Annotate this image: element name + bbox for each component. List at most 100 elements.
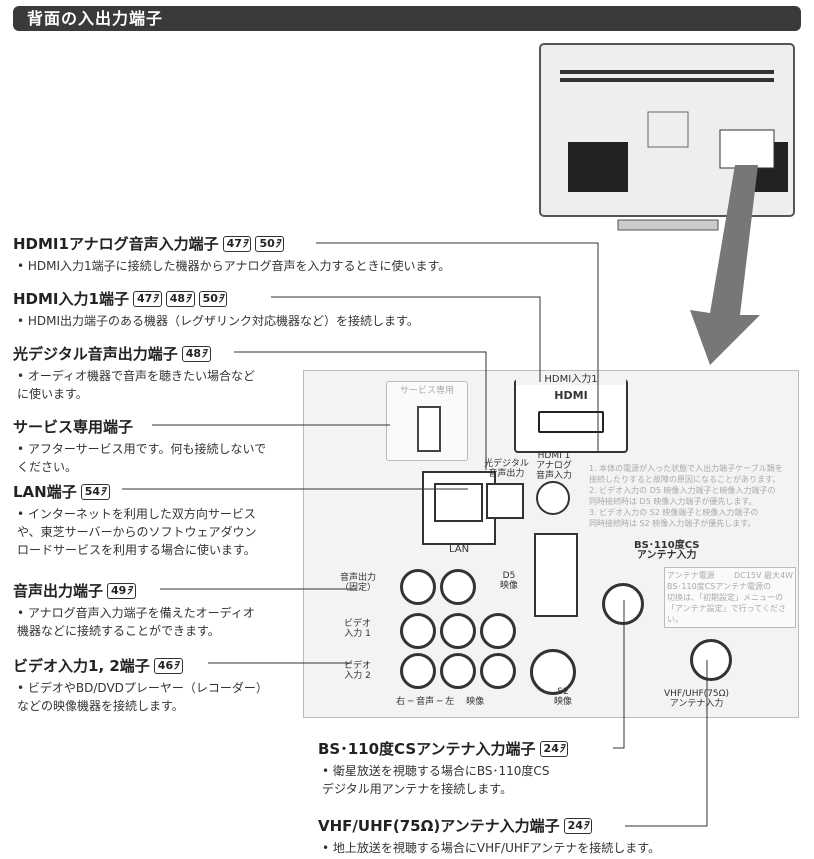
s2-port[interactable] — [530, 649, 576, 695]
lan-label: LAN — [448, 544, 470, 555]
desc-line: • アフターサービス用です。何も接続しないで — [17, 442, 267, 456]
page-ref-badge[interactable]: 48ｦ — [181, 345, 211, 362]
page-ref-badge[interactable]: 49ｦ — [107, 582, 136, 599]
audio-out-label: 音声出力 （固定） — [340, 573, 377, 593]
hdmi-input-1-port[interactable]: HDMI入力1 HDMI — [514, 375, 628, 453]
desc-line: • 地上放送を視聴する場合にVHF/UHFアンテナを接続します。 — [322, 841, 661, 855]
hdmi-analog-label: HDMI 1 アナログ 音声入力 — [536, 451, 573, 481]
bs-note-line: 「アンテナ設定」で行ってください。 — [667, 604, 787, 624]
entry-title: サービス専用端子 — [13, 418, 134, 436]
entry-desc: • HDMI出力端子のある機器（レグザリンク対応機器など）を接続します。 — [13, 312, 419, 330]
service-port[interactable]: サービス専用 — [386, 381, 468, 461]
lan-port[interactable]: LAN — [422, 471, 496, 555]
hdmi-logo: HDMI — [554, 389, 588, 402]
desc-line: に使います。 — [17, 387, 88, 401]
desc-line: • インターネットを利用した双方向サービス — [17, 507, 256, 521]
d5-label: D5 映像 — [500, 571, 519, 591]
page-ref-badge[interactable]: 50ｦ — [198, 290, 228, 307]
entry-3: サービス専用端子 • アフターサービス用です。何も接続しないでください。 — [13, 416, 266, 476]
bs-cs-label: BS･110度CS アンテナ入力 — [634, 540, 700, 561]
page-ref-badge[interactable]: 50ｦ — [255, 235, 285, 252]
desc-line: • HDMI出力端子のある機器（レグザリンク対応機器など）を接続します。 — [17, 314, 419, 328]
bs-note-box: アンテナ電源 DC15V 最大4W BS･110度CSアンテナ電源の切換は、「初… — [664, 567, 796, 628]
note-line: 同時接続時は S2 映像入力端子が優先します。 — [589, 519, 756, 528]
desc-line: • アナログ音声入力端子を備えたオーディオ — [17, 606, 255, 620]
page-ref-badge[interactable]: 47ｦ — [132, 290, 162, 307]
video-input-1-label: ビデオ 入力 1 — [344, 619, 372, 639]
desc-line: ください。 — [17, 460, 78, 474]
desc-line: 機器などに接続することができます。 — [17, 624, 220, 638]
video1-video[interactable] — [480, 613, 516, 649]
page-ref-badge[interactable]: 24ｦ — [563, 817, 593, 834]
callout-desc: • 地上放送を視聴する場合にVHF/UHFアンテナを接続します。 — [318, 839, 660, 857]
video2-audio-r[interactable] — [400, 653, 436, 689]
dc-label: DC15V 最大4W — [734, 571, 793, 580]
desc-line: • オーディオ機器で音声を聴きたい場合など — [17, 369, 256, 383]
page-ref-badge[interactable]: 46ｦ — [153, 657, 183, 674]
entry-desc: • オーディオ機器で音声を聴きたい場合などに使います。 — [13, 367, 255, 403]
entry-desc: • ビデオやBD/DVDプレーヤー（レコーダー） などの映像機器を接続します。 — [13, 679, 268, 715]
video-input-2-label: ビデオ 入力 2 — [344, 661, 372, 681]
section-title: 背面の入出力端子 — [27, 9, 164, 28]
optical-label: 光デジタル 音声出力 — [484, 459, 529, 479]
note-line: 2. ビデオ入力の D5 映像入力端子と映像入力端子の — [589, 486, 776, 495]
vhf-uhf-label: VHF/UHF(75Ω) アンテナ入力 — [664, 689, 730, 709]
note-line: 接続したりすると故障の原因になることがあります。 — [589, 475, 781, 484]
notes-box: 1. 本体の電源が入った状態で入出力端子ケーブル類を接続したりすると故障の原因に… — [589, 463, 789, 529]
desc-line: • 衛星放送を視聴する場合にBS･110度CS — [322, 764, 550, 778]
desc-line: • ビデオやBD/DVDプレーヤー（レコーダー） — [17, 681, 268, 695]
entry-desc: • アナログ音声入力端子を備えたオーディオ機器などに接続することができます。 — [13, 604, 255, 640]
bs-note-line: 切換は、「初期設定」メニューの — [667, 593, 783, 602]
entry-desc: • インターネットを利用した双方向サービスや、東芝サーバーからのソフトウェアダウ… — [13, 505, 257, 559]
optical-out-port[interactable] — [486, 483, 524, 519]
desc-line: などの映像機器を接続します。 — [17, 699, 184, 713]
video2-video[interactable] — [480, 653, 516, 689]
video1-audio-r[interactable] — [400, 613, 436, 649]
audio-out-jack-left[interactable] — [440, 569, 476, 605]
connector-panel: サービス専用 HDMI入力1 HDMI LAN 光デジタル 音声出力 HDMI … — [303, 370, 799, 718]
vhf-uhf-antenna-jack[interactable] — [690, 639, 732, 681]
bottom-row-label: 右 ─ 音声 ─ 左 映像 — [396, 697, 485, 707]
desc-line: ロードサービスを利用する場合に使います。 — [17, 543, 256, 557]
note-line: 3. ビデオ入力の S2 映像端子と映像入力端子の — [589, 508, 759, 517]
desc-line: デジタル用アンテナを接続します。 — [322, 782, 513, 796]
hdmi-analog-in-jack[interactable] — [536, 481, 570, 515]
desc-line: や、東芝サーバーからのソフトウェアダウン — [17, 525, 257, 539]
audio-out-jack-right[interactable] — [400, 569, 436, 605]
arrow-icon — [690, 165, 760, 365]
bs-note-line: BS･110度CSアンテナ電源の — [667, 582, 772, 591]
entry-desc: • HDMI入力1端子に接続した機器からアナログ音声を入力するときに使います。 — [13, 257, 450, 275]
page-ref-badge[interactable]: 24ｦ — [539, 740, 569, 757]
s2-label: S2 映像 — [554, 687, 573, 707]
section-header: 背面の入出力端子 — [13, 6, 801, 31]
antenna-power-label: アンテナ電源 — [667, 571, 715, 580]
desc-line: • HDMI入力1端子に接続した機器からアナログ音声を入力するときに使います。 — [17, 259, 451, 273]
tv-back-illustration — [539, 43, 795, 231]
d5-port[interactable] — [534, 533, 578, 617]
hdmi-input-label: HDMI入力1 — [516, 375, 626, 385]
page-ref-badge[interactable]: 54ｦ — [80, 483, 110, 500]
video1-audio-l[interactable] — [440, 613, 476, 649]
note-line: 同時接続時は D5 映像入力端子が優先します。 — [589, 497, 757, 506]
page-ref-badge[interactable]: 47ｦ — [222, 235, 252, 252]
bs-cs-antenna-jack[interactable] — [602, 583, 644, 625]
video2-audio-l[interactable] — [440, 653, 476, 689]
page-ref-badge[interactable]: 48ｦ — [165, 290, 195, 307]
entry-desc: • アフターサービス用です。何も接続しないでください。 — [13, 440, 266, 476]
